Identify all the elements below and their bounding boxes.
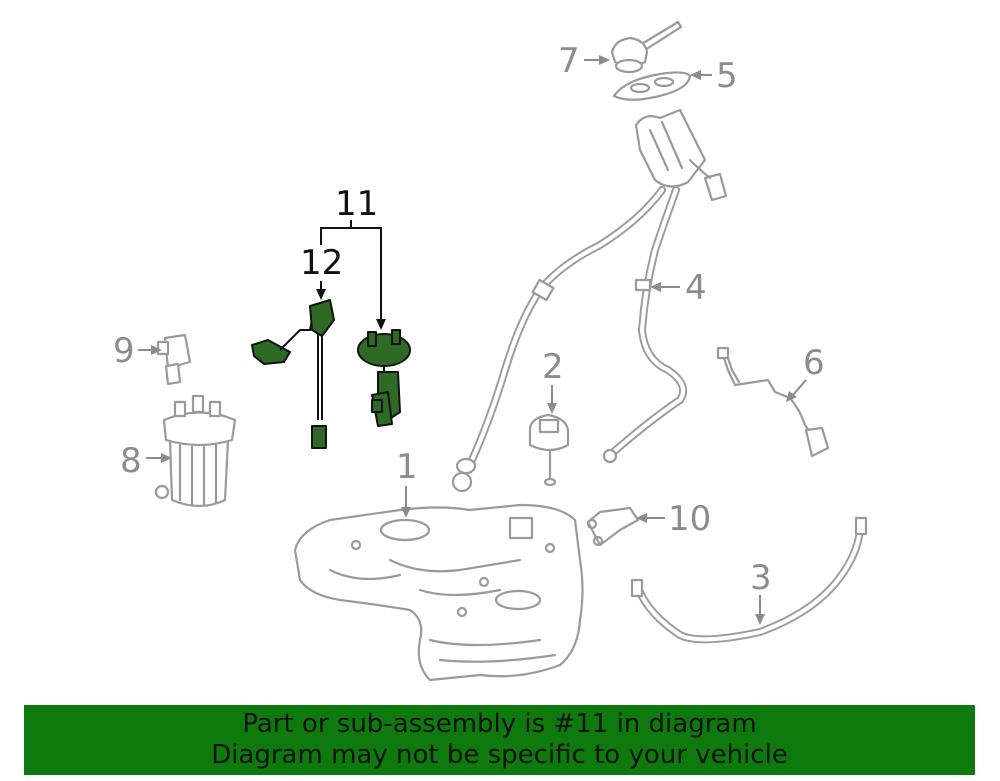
callout-2: 2 bbox=[542, 347, 564, 387]
callout-12: 12 bbox=[300, 243, 343, 283]
part-4-filler-pipe[interactable] bbox=[451, 108, 728, 493]
callout-11: 11 bbox=[335, 184, 378, 224]
banner-line-2: Diagram may not be specific to your vehi… bbox=[211, 740, 788, 770]
arrow-6 bbox=[786, 391, 797, 402]
arrow-10 bbox=[636, 513, 647, 523]
banner-line-1: Part or sub-assembly is #11 in diagram bbox=[242, 709, 757, 739]
part-8-filter[interactable] bbox=[154, 394, 237, 508]
callout-9: 9 bbox=[113, 331, 135, 371]
arrow-3 bbox=[755, 614, 765, 625]
callout-3: 3 bbox=[750, 558, 772, 598]
callout-8: 8 bbox=[120, 441, 142, 481]
arrow-5 bbox=[690, 70, 701, 80]
callout-4: 4 bbox=[685, 268, 707, 308]
arrow-2 bbox=[547, 403, 557, 414]
part-2-valve[interactable] bbox=[528, 413, 570, 487]
part-10-bracket[interactable] bbox=[586, 506, 640, 547]
arrow-9 bbox=[151, 345, 162, 355]
arrow-4 bbox=[650, 282, 661, 292]
arrow-7 bbox=[599, 55, 610, 65]
arrow-11 bbox=[376, 319, 386, 330]
part-12-level-sender[interactable] bbox=[251, 299, 335, 449]
part-6-sensor[interactable] bbox=[716, 346, 830, 458]
arrow-12 bbox=[316, 289, 326, 300]
callout-5: 5 bbox=[716, 56, 738, 96]
notice-banner: Part or sub-assembly is #11 in diagram D… bbox=[24, 705, 975, 775]
callout-6: 6 bbox=[803, 343, 825, 383]
part-9-sensor[interactable] bbox=[156, 333, 192, 386]
callout-7: 7 bbox=[558, 41, 580, 81]
part-5-gasket[interactable] bbox=[612, 71, 692, 101]
part-3-strap[interactable] bbox=[630, 516, 868, 644]
leader-6 bbox=[791, 379, 807, 397]
callout-1: 1 bbox=[396, 447, 418, 487]
arrow-1 bbox=[401, 507, 411, 518]
part-11-fuel-pump-module[interactable] bbox=[357, 329, 411, 427]
part-1-fuel-tank[interactable] bbox=[293, 503, 584, 682]
callout-10: 10 bbox=[668, 499, 711, 539]
arrow-8 bbox=[161, 453, 172, 463]
parts-diagram: 7 5 4 6 bbox=[113, 20, 868, 682]
part-7-fuel-cap[interactable] bbox=[610, 20, 683, 74]
